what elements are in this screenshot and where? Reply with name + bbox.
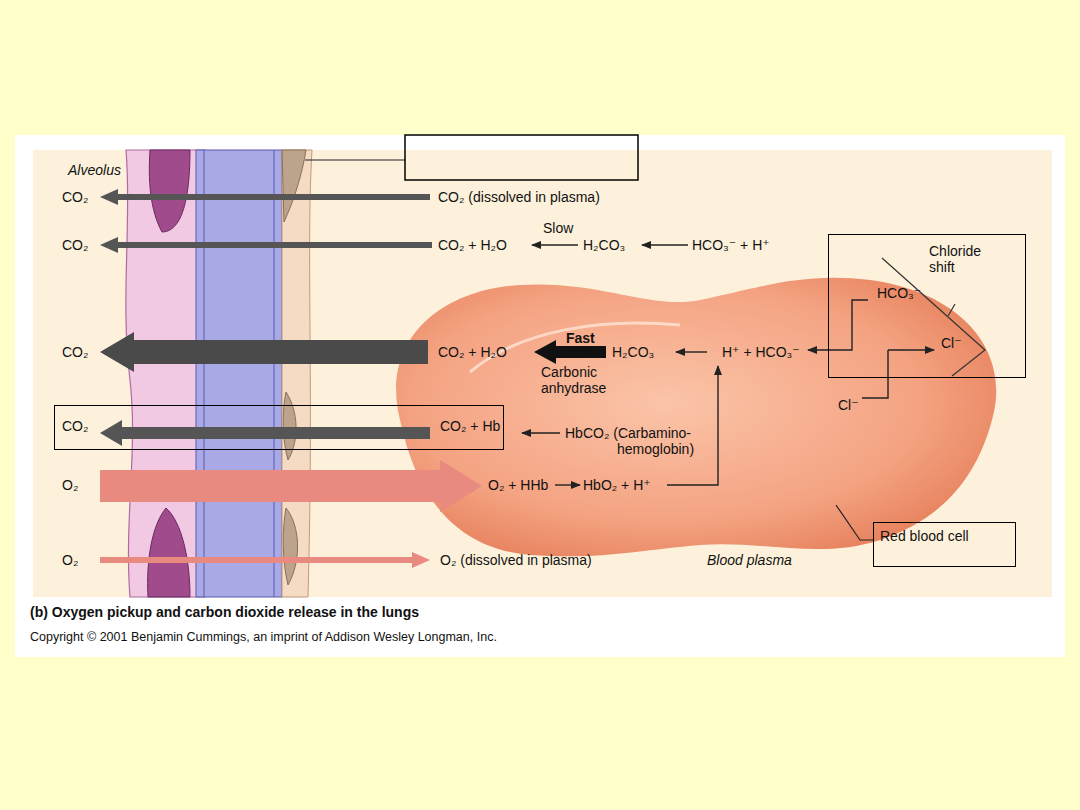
blank-callout-box [405,135,638,180]
label: H₂CO₃ [612,344,654,360]
callout-box: Red blood cell [873,522,1016,567]
chloride-shift-box: Chloride shiftHCO₃⁻ Cl⁻ [828,234,1026,378]
label: H⁺ + HCO₃⁻ [722,344,800,360]
label: CO₂ + H₂O [438,237,507,253]
endothelial-nucleus [282,150,306,222]
box-text: Chloride shift [929,243,1009,275]
label: Copyright © 2001 Benjamin Cummings, an i… [30,629,497,645]
box-text: HCO₃⁻ [877,285,921,301]
label: O₂ (dissolved in plasma) [440,552,592,568]
label: Alveolus [68,162,121,178]
alveolar-wall [126,150,205,597]
label: Fast [566,330,595,346]
box-text: CO₂ + Hb [440,418,500,434]
endothelium [282,150,312,597]
highlight-box: CO₂ CO₂ + Hb [54,405,504,450]
flow-arrow [100,460,482,512]
label: HbCO₂ (Carbamino- hemoglobin) [565,425,727,457]
label: O₂ + HHb [488,477,548,493]
nucleus [149,150,190,232]
flow-arrow [100,420,430,446]
label: CO₂ [62,344,88,360]
panel [15,135,1065,657]
capillary-lumen [196,150,282,597]
caption: (b) Oxygen pickup and carbon dioxide rel… [30,604,419,620]
label: Carbonic anhydrase [541,364,631,396]
box-text: Cl⁻ [941,335,962,351]
label: Slow [543,220,573,236]
label: CO₂ [62,237,88,253]
label: CO₂ [62,189,88,205]
flow-arrow [100,332,428,372]
leader-line [836,505,873,540]
panel-ground [33,150,1052,597]
label: CO₂ (dissolved in plasma) [438,189,600,205]
leader-line [305,159,405,160]
flow-arrow [100,237,432,253]
label: Cl⁻ [838,397,859,413]
flow-arrow [100,189,430,205]
box-text: CO₂ [62,418,88,434]
shift-bracket [882,258,985,376]
label: CO₂ + H₂O [438,344,507,360]
label: Blood plasma [707,552,792,568]
endothelial-nucleus [283,508,297,585]
label: HCO₃⁻ + H⁺ [692,237,770,253]
label: HbO₂ + H⁺ [583,477,651,493]
red-blood-cell [396,278,996,557]
flow-arrow [100,552,430,568]
label: O₂ [62,552,78,568]
label: H₂CO₃ [583,237,625,253]
nucleus [148,508,190,597]
label: O₂ [62,477,78,493]
box-text: Red blood cell [880,528,969,544]
